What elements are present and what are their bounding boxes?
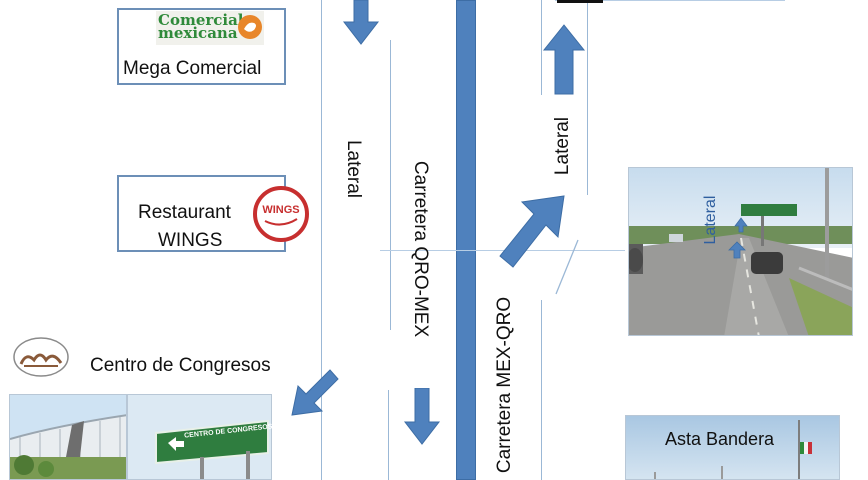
road-label-lateral-right: Lateral [552, 116, 573, 176]
congress-sign-icon [128, 395, 271, 479]
road-line-left-outer [321, 0, 322, 480]
top-edge-line [555, 0, 785, 1]
arrow-down-icon [342, 0, 380, 45]
exit-ramp-line [555, 239, 579, 295]
road-line-left-inner-upper [390, 40, 391, 330]
logo-line-1: Comercial [158, 11, 244, 29]
wings-label-line-1: Restaurant [138, 202, 231, 223]
highway-scene-icon [629, 168, 852, 335]
arrow-diagonal-down-left-icon [291, 369, 339, 416]
highway-lateral-photo [628, 167, 853, 336]
road-line-right-inner-lower [541, 300, 542, 480]
crossing-line [380, 250, 625, 251]
highway-median-strip [456, 0, 476, 480]
pelican-logo-icon [238, 15, 262, 39]
wings-logo-icon [253, 186, 309, 242]
road-label-carretera-mex-qro: Carretera MEX-QRO [494, 296, 515, 474]
road-line-right-outer [587, 0, 588, 195]
asta-bandera-photo [625, 415, 840, 480]
flagpole-scene-icon [626, 416, 839, 479]
logo-line-2: mexicana [158, 24, 238, 42]
wings-label-line-2: WINGS [158, 230, 223, 251]
road-line-left-inner-lower [388, 390, 389, 480]
arrow-up-icon [542, 24, 586, 95]
asta-bandera-label: Asta Bandera [665, 429, 775, 449]
road-label-carretera-qro-mex: Carretera QRO-MEX [410, 160, 431, 338]
comercial-mexicana-logo-text: Comercial mexicana [158, 11, 244, 42]
road-line-right-inner-upper [541, 0, 542, 95]
top-dark-sign-edge [557, 0, 603, 3]
arrow-diagonal-up-right-icon [499, 195, 565, 268]
congress-building-photo [9, 394, 127, 480]
mega-comercial-label: Mega Comercial [123, 58, 262, 79]
wings-logo-text: WINGS [262, 204, 300, 216]
arrow-down-lower-icon [403, 388, 441, 445]
centro-congresos-logo-icon [13, 337, 69, 377]
congress-building-icon [10, 395, 126, 479]
road-label-lateral-left: Lateral [343, 139, 364, 199]
photo-label-lateral: Lateral [702, 195, 719, 245]
centro-congresos-label: Centro de Congresos [90, 355, 271, 376]
congress-sign-photo [127, 394, 272, 480]
